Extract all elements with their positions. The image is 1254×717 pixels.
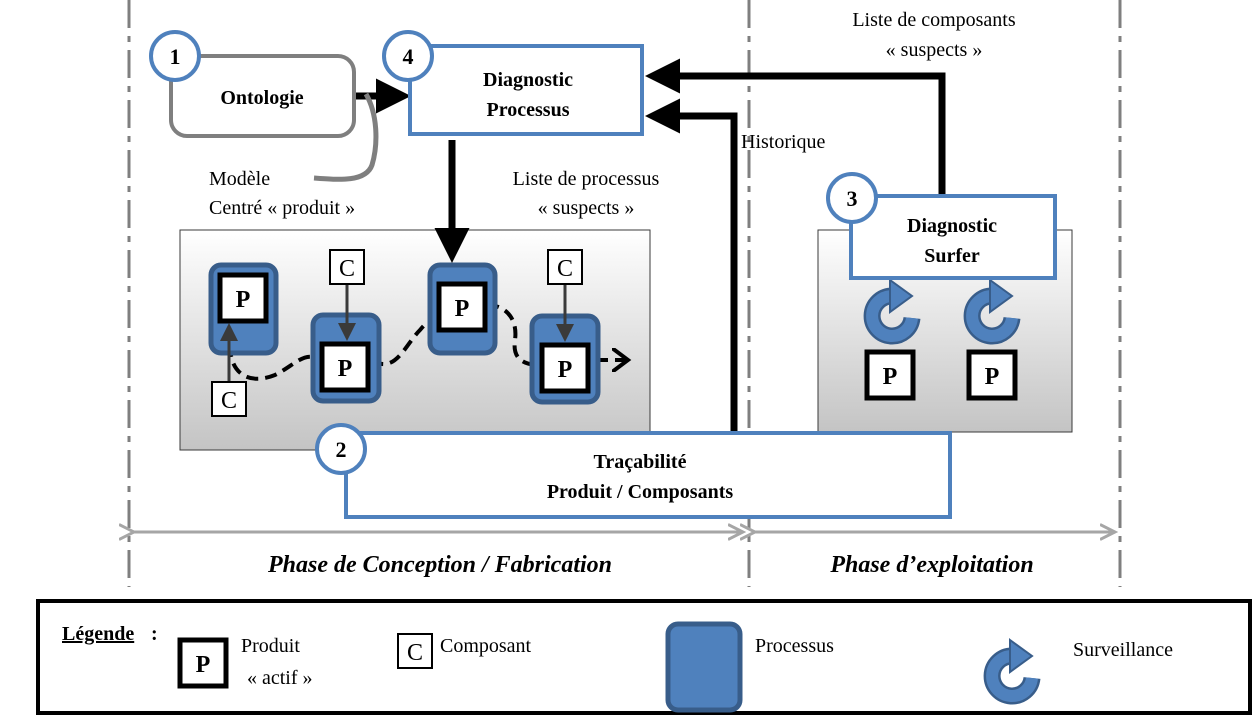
component-box: C: [211, 381, 247, 417]
legend-title: Légende: [62, 623, 134, 645]
surfer-diagnostic-number: 3: [847, 186, 858, 211]
legend-process-label: Processus: [755, 635, 834, 657]
surfer-diagnostic-subtitle: Surfer: [924, 245, 980, 267]
phase-design-label: Phase de Conception / Fabrication: [267, 552, 612, 578]
svg-text:P: P: [236, 287, 251, 313]
surfer-diagnostic-title: Diagnostic: [907, 215, 997, 237]
traceability-number: 2: [336, 437, 347, 462]
traceability-module: Traçabilité Produit / Composants 2: [315, 423, 952, 519]
svg-text:C: C: [221, 388, 237, 414]
traceability-subtitle: Produit / Composants: [547, 481, 734, 503]
product-box: P: [864, 349, 916, 401]
legend-product-sublabel: « actif »: [247, 667, 313, 689]
product-box: P: [217, 272, 269, 324]
ontology-module: Ontologie 1: [149, 30, 356, 138]
legend-component-symbol: C: [397, 633, 433, 669]
model-connector: [313, 92, 379, 182]
ontology-number: 1: [170, 44, 181, 69]
legend: Légende : P Produit « actif » C Composan…: [36, 599, 1252, 715]
svg-text:P: P: [455, 296, 470, 322]
product-box: P: [966, 349, 1018, 401]
traceability-title: Traçabilité: [594, 451, 687, 473]
component-list-label-line2: « suspects »: [886, 39, 983, 61]
svg-text:C: C: [557, 256, 573, 282]
model-label-line2: Centré « produit »: [209, 197, 355, 219]
svg-text:C: C: [339, 256, 355, 282]
svg-text:P: P: [338, 356, 353, 382]
process-diagnostic-number: 4: [403, 44, 414, 69]
process-list-label-line2: « suspects »: [538, 197, 635, 219]
svg-text:P: P: [196, 652, 211, 678]
process-diagnostic-module: Diagnostic Processus 4: [382, 30, 644, 136]
product-box: P: [319, 341, 371, 393]
legend-product-symbol: P: [177, 637, 229, 689]
component-list-label-line1: Liste de composants: [852, 9, 1016, 31]
process-diagnostic-subtitle: Processus: [487, 99, 570, 121]
legend-component-label: Composant: [440, 635, 532, 657]
phase-operation-label: Phase d’exploitation: [829, 552, 1033, 578]
diagnostic-connections: [352, 58, 946, 432]
svg-text:P: P: [883, 364, 898, 390]
history-label: Historique: [741, 131, 826, 153]
product-box: P: [436, 281, 488, 333]
component-box: C: [329, 249, 365, 285]
component-box: C: [547, 249, 583, 285]
legend-process-symbol: [665, 621, 743, 713]
product-box: P: [539, 342, 591, 394]
legend-colon: :: [151, 623, 158, 645]
svg-text:P: P: [985, 364, 1000, 390]
model-label-line1: Modèle: [209, 168, 270, 190]
process-diagnostic-title: Diagnostic: [483, 69, 573, 91]
svg-text:P: P: [558, 357, 573, 383]
svg-text:C: C: [407, 640, 423, 666]
legend-product-label: Produit: [241, 635, 300, 657]
surfer-diagnostic-module: Diagnostic Surfer 3: [826, 172, 1057, 280]
ontology-label: Ontologie: [220, 87, 303, 109]
legend-surveillance-label: Surveillance: [1073, 639, 1173, 661]
process-list-label-line1: Liste de processus: [513, 168, 660, 190]
